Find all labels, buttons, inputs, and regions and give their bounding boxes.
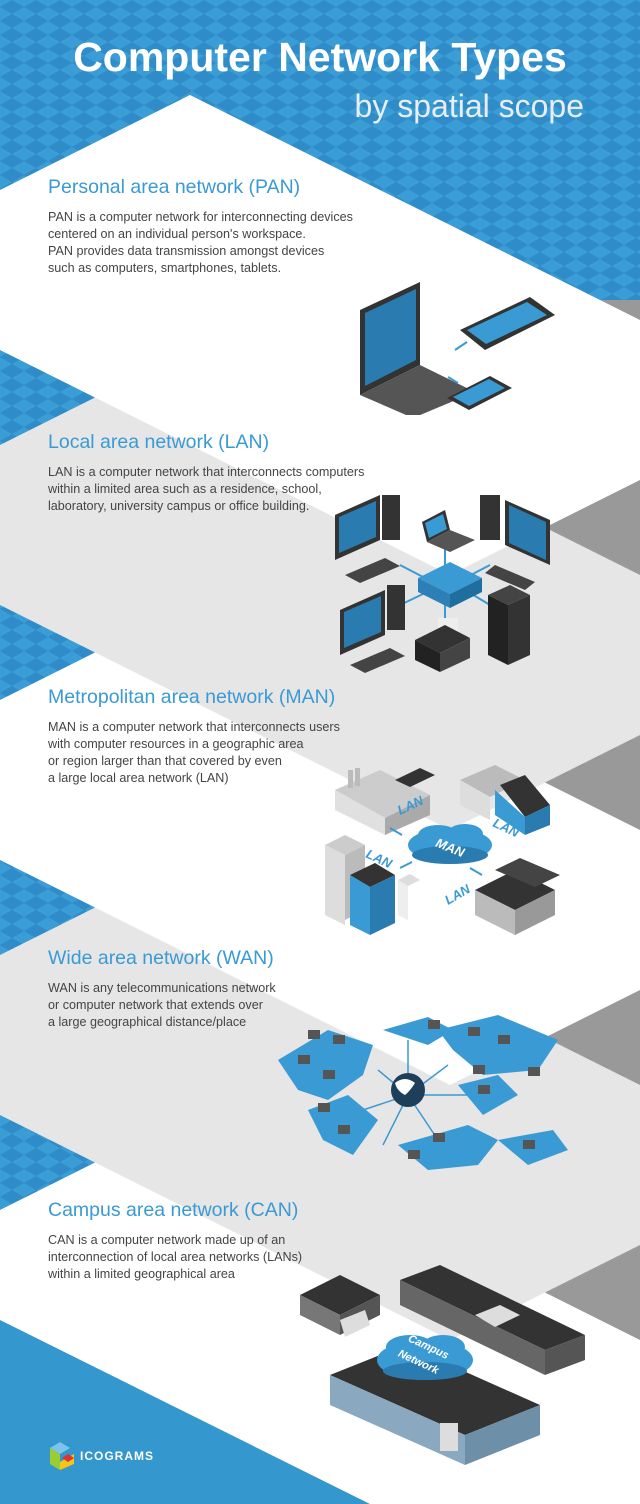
laptop-icon [360, 282, 475, 415]
section-text: LAN is a computer network that interconn… [48, 465, 365, 513]
section-text: MAN is a computer network that interconn… [48, 720, 340, 785]
man-network-illustration: MAN LAN LAN LAN LAN [325, 765, 560, 935]
icograms-logo-icon [50, 1442, 74, 1470]
desktop-computer-icon [480, 495, 550, 590]
network-switch-icon [418, 562, 482, 608]
page-subtitle: by spatial scope [354, 88, 584, 124]
lan-network-illustration [335, 495, 550, 673]
plane-man [0, 605, 640, 1085]
section-heading: Campus area network (CAN) [48, 1199, 299, 1221]
campus-building-icon [300, 1275, 380, 1337]
desktop-computer-icon [340, 585, 405, 673]
brand-name: ICOGRAMS [80, 1449, 154, 1463]
plane-wan [0, 860, 640, 1340]
page-title: Computer Network Types [73, 34, 567, 80]
section-man: Metropolitan area network (MAN) MAN is a… [48, 686, 340, 787]
office-building-icon [460, 765, 550, 835]
man-cloud-icon [408, 824, 492, 864]
section-pan: Personal area network (PAN) PAN is a com… [48, 176, 353, 277]
tablet-icon [460, 297, 555, 350]
can-campus-illustration: Campus Network [300, 1265, 585, 1465]
factory-building-icon [335, 768, 435, 835]
wan-world-map-illustration [278, 1015, 568, 1170]
section-heading: Personal area network (PAN) [48, 176, 301, 198]
campus-cloud-icon [377, 1335, 473, 1380]
pan-devices-illustration [360, 282, 555, 415]
section-can: Campus area network (CAN) CAN is a compu… [48, 1199, 302, 1283]
section-heading: Wide area network (WAN) [48, 947, 274, 969]
plane-pan [0, 95, 640, 575]
section-lan: Local area network (LAN) LAN is a comput… [48, 431, 364, 515]
printer-icon [415, 618, 470, 672]
laptop-icons [298, 1020, 540, 1159]
desktop-computer-icon [335, 495, 400, 583]
plane-lan [0, 350, 640, 830]
section-text: PAN is a computer network for interconne… [48, 210, 353, 275]
icograms-logo: ICOGRAMS [48, 1440, 154, 1472]
phone-icon [447, 376, 512, 410]
section-wan: Wide area network (WAN) WAN is any telec… [48, 947, 276, 1031]
laptop-icon [422, 510, 475, 552]
lan-link-label: LAN [442, 881, 473, 908]
skyscraper-icon [325, 835, 420, 935]
houses-icon [475, 858, 560, 935]
section-heading: Local area network (LAN) [48, 431, 270, 453]
server-rack-icon [488, 585, 530, 665]
globe-icon [391, 1073, 425, 1107]
section-heading: Metropolitan area network (MAN) [48, 686, 336, 708]
campus-building-icon [400, 1265, 585, 1375]
